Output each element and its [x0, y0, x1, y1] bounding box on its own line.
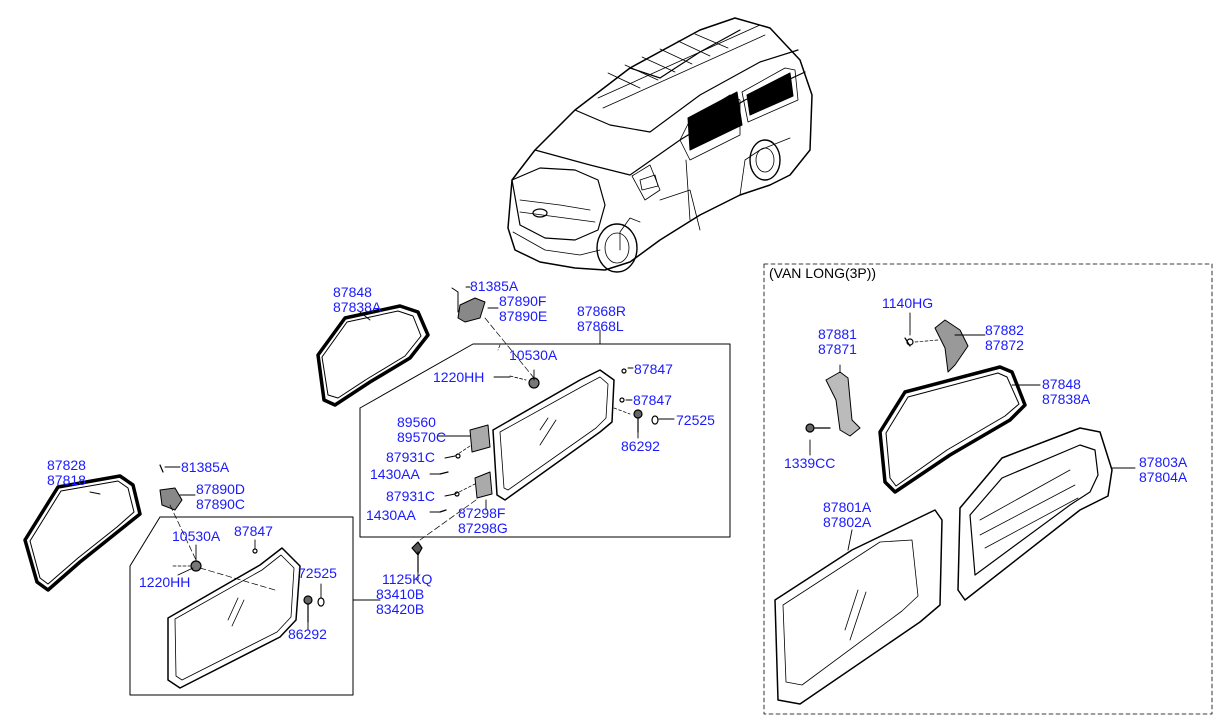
part-label-87847: 87847: [234, 523, 273, 539]
part-number: 87801A: [823, 499, 872, 515]
part-number: 83420B: [376, 601, 425, 617]
part-label-87890f-87890e: 87890F 87890E: [499, 294, 547, 324]
part-number: 87882: [985, 322, 1024, 338]
leader-lines: [89, 286, 1136, 631]
part-label-10530a: 10530A: [172, 528, 221, 544]
part-label-87828-87818: 87828 87818: [47, 458, 86, 488]
part-label-87931c: 87931C: [386, 449, 436, 465]
part-number: 87871: [818, 341, 857, 357]
part-number: 87838A: [333, 299, 382, 315]
part-number: 87890F: [499, 293, 547, 309]
part-number: 87803A: [1139, 454, 1188, 470]
part-label-1430aa: 1430AA: [370, 466, 420, 482]
part-number: 87804A: [1139, 469, 1188, 485]
weatherstrip-center: [316, 304, 430, 407]
part-label-81385a: 81385A: [181, 459, 230, 475]
van-illustration: [507, 17, 813, 273]
part-number: 89570C: [397, 429, 447, 445]
part-label-87847: 87847: [633, 392, 672, 408]
part-label-86292: 86292: [288, 626, 327, 642]
part-label-87801a-87802a: 87801A 87802A: [823, 500, 871, 530]
part-label-10530a: 10530A: [509, 347, 558, 363]
part-number: 87828: [47, 457, 86, 473]
part-label-87881-87871: 87881 87871: [818, 327, 857, 357]
part-number: 87848: [333, 284, 372, 300]
van-long-box: [763, 263, 1213, 715]
part-number: 87298F: [458, 505, 506, 521]
part-label-72525: 72525: [676, 412, 715, 428]
part-number: 89560: [397, 414, 436, 430]
center-window-assembly: [316, 287, 731, 573]
part-label-87882-87872: 87882 87872: [985, 323, 1024, 353]
part-number: 87868R: [577, 303, 627, 319]
part-number: 87872: [985, 337, 1024, 353]
part-label-1339cc: 1339CC: [784, 455, 836, 471]
part-number: 87848: [1042, 376, 1081, 392]
part-number: 87890C: [196, 496, 246, 512]
part-number: 87818: [47, 472, 86, 488]
part-label-87803a-87804a: 87803A 87804A: [1139, 455, 1187, 485]
part-label-87848-87838a: 87848 87838A: [1042, 377, 1090, 407]
pillar-bracket: [825, 371, 861, 437]
quarter-glass-center: [492, 369, 615, 501]
weatherstrip-left: [23, 474, 142, 592]
part-label-89560-89570c: 89560 89570C: [397, 415, 446, 445]
part-label-87298f-87298g: 87298F 87298G: [458, 506, 508, 536]
part-label-87847: 87847: [634, 361, 673, 377]
part-label-83410b-83420b: 83410B 83420B: [376, 587, 424, 617]
part-number: 87802A: [823, 514, 872, 530]
part-label-1220hh: 1220HH: [433, 369, 485, 385]
section-title: (VAN LONG(3P)): [769, 265, 877, 281]
part-label-87868r-87868l: 87868R 87868L: [577, 304, 626, 334]
part-label-1430aa: 1430AA: [366, 507, 416, 523]
part-number: 87890E: [499, 308, 548, 324]
part-label-1140hg: 1140HG: [882, 295, 934, 311]
part-label-87848-87838a: 87848 87838A: [333, 285, 381, 315]
part-number: 87298G: [458, 520, 508, 536]
part-number: 83410B: [376, 586, 425, 602]
part-label-1220hh: 1220HH: [139, 574, 191, 590]
part-label-1125kq: 1125KQ: [382, 571, 433, 587]
part-label-81385a: 81385A: [470, 278, 519, 294]
rear-quarter-glass: [957, 427, 1113, 601]
quarter-glass-left: [167, 547, 301, 689]
part-label-72525: 72525: [298, 565, 337, 581]
part-label-87931c: 87931C: [386, 488, 436, 504]
part-number: 87881: [818, 326, 857, 342]
van-long-section: [763, 263, 1213, 715]
left-window-assembly: [23, 464, 354, 696]
part-number: 87838A: [1042, 391, 1091, 407]
part-label-86292: 86292: [621, 438, 660, 454]
upper-bracket: [934, 319, 969, 373]
part-number: 87868L: [577, 318, 624, 334]
weatherstrip-van-long: [878, 365, 1027, 494]
part-number: 87890D: [196, 481, 246, 497]
part-label-87890d-87890c: 87890D 87890C: [196, 482, 245, 512]
front-quarter-glass: [774, 509, 943, 705]
